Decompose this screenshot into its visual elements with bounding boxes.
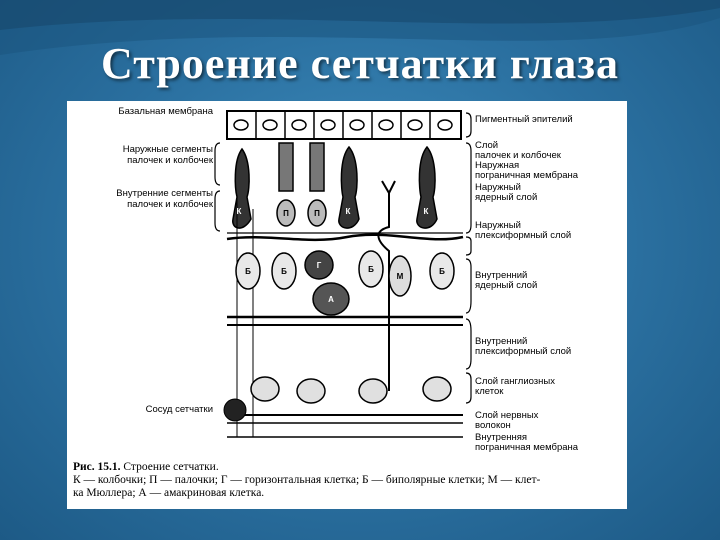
label-nerve-fibers-2: волокон (475, 421, 511, 431)
bipolar-letter-3: Б (368, 265, 374, 274)
bipolar-letter-1: Б (245, 267, 251, 276)
pigment-epithelium-layer (227, 111, 461, 139)
retina-figure: К П П К К Г Б Б Б Б М А Базальная мембра… (67, 101, 627, 509)
rod-letter-2: П (314, 209, 320, 218)
retinal-vessel (224, 399, 246, 421)
label-outer-limiting-2: пограничная мембрана (475, 171, 578, 181)
cone-letter-3: К (424, 207, 429, 216)
label-basal-membrane: Базальная мембрана (118, 107, 213, 117)
caption-line-3: ка Мюллера; А — амакриновая клетка. (73, 487, 621, 500)
ganglion-cell-2 (297, 379, 325, 403)
label-outer-segments-1: Наружные сегменты (123, 145, 213, 155)
cone-letter-2: К (346, 207, 351, 216)
figure-caption: Рис. 15.1. Строение сетчатки. К — колбоч… (73, 461, 621, 500)
label-inner-limiting-2: пограничная мембрана (475, 443, 578, 453)
horizontal-letter: Г (317, 261, 322, 270)
label-ganglion-2: клеток (475, 387, 503, 397)
muller-letter: М (397, 272, 404, 281)
label-inner-plexiform-2: плексиформный слой (475, 347, 571, 357)
cone-cell-1 (233, 149, 251, 228)
ganglion-cell-4 (423, 377, 451, 401)
caption-line-2: К — колбочки; П — палочки; Г — горизонта… (73, 474, 621, 487)
bipolar-letter-4: Б (439, 267, 445, 276)
rod-cell-2 (310, 143, 324, 191)
amacrine-letter: А (328, 295, 334, 304)
ganglion-cell-1 (251, 377, 279, 401)
cone-letter-1: К (237, 207, 242, 216)
label-outer-plexiform-2: плексиформный слой (475, 231, 571, 241)
label-outer-segments-2: палочек и колбочек (127, 156, 213, 166)
label-outer-nuclear-2: ядерный слой (475, 193, 537, 203)
caption-line-1: Рис. 15.1. Строение сетчатки. (73, 461, 621, 474)
rod-cell-1 (279, 143, 293, 191)
bipolar-letter-2: Б (281, 267, 287, 276)
rod-letter-1: П (283, 209, 289, 218)
label-pigment-epithelium: Пигментный эпителий (475, 115, 573, 125)
label-inner-nuclear-2: ядерный слой (475, 281, 537, 291)
label-inner-segments-1: Внутренние сегменты (116, 189, 213, 199)
outer-plexiform-fibers (227, 235, 463, 240)
slide-title: Строение сетчатки глаза (0, 38, 720, 89)
label-inner-segments-2: палочек и колбочек (127, 200, 213, 210)
caption-number: Рис. 15.1. (73, 461, 121, 473)
ganglion-cell-3 (359, 379, 387, 403)
label-vessel: Сосуд сетчатки (146, 405, 213, 415)
caption-title: Строение сетчатки. (123, 461, 218, 473)
